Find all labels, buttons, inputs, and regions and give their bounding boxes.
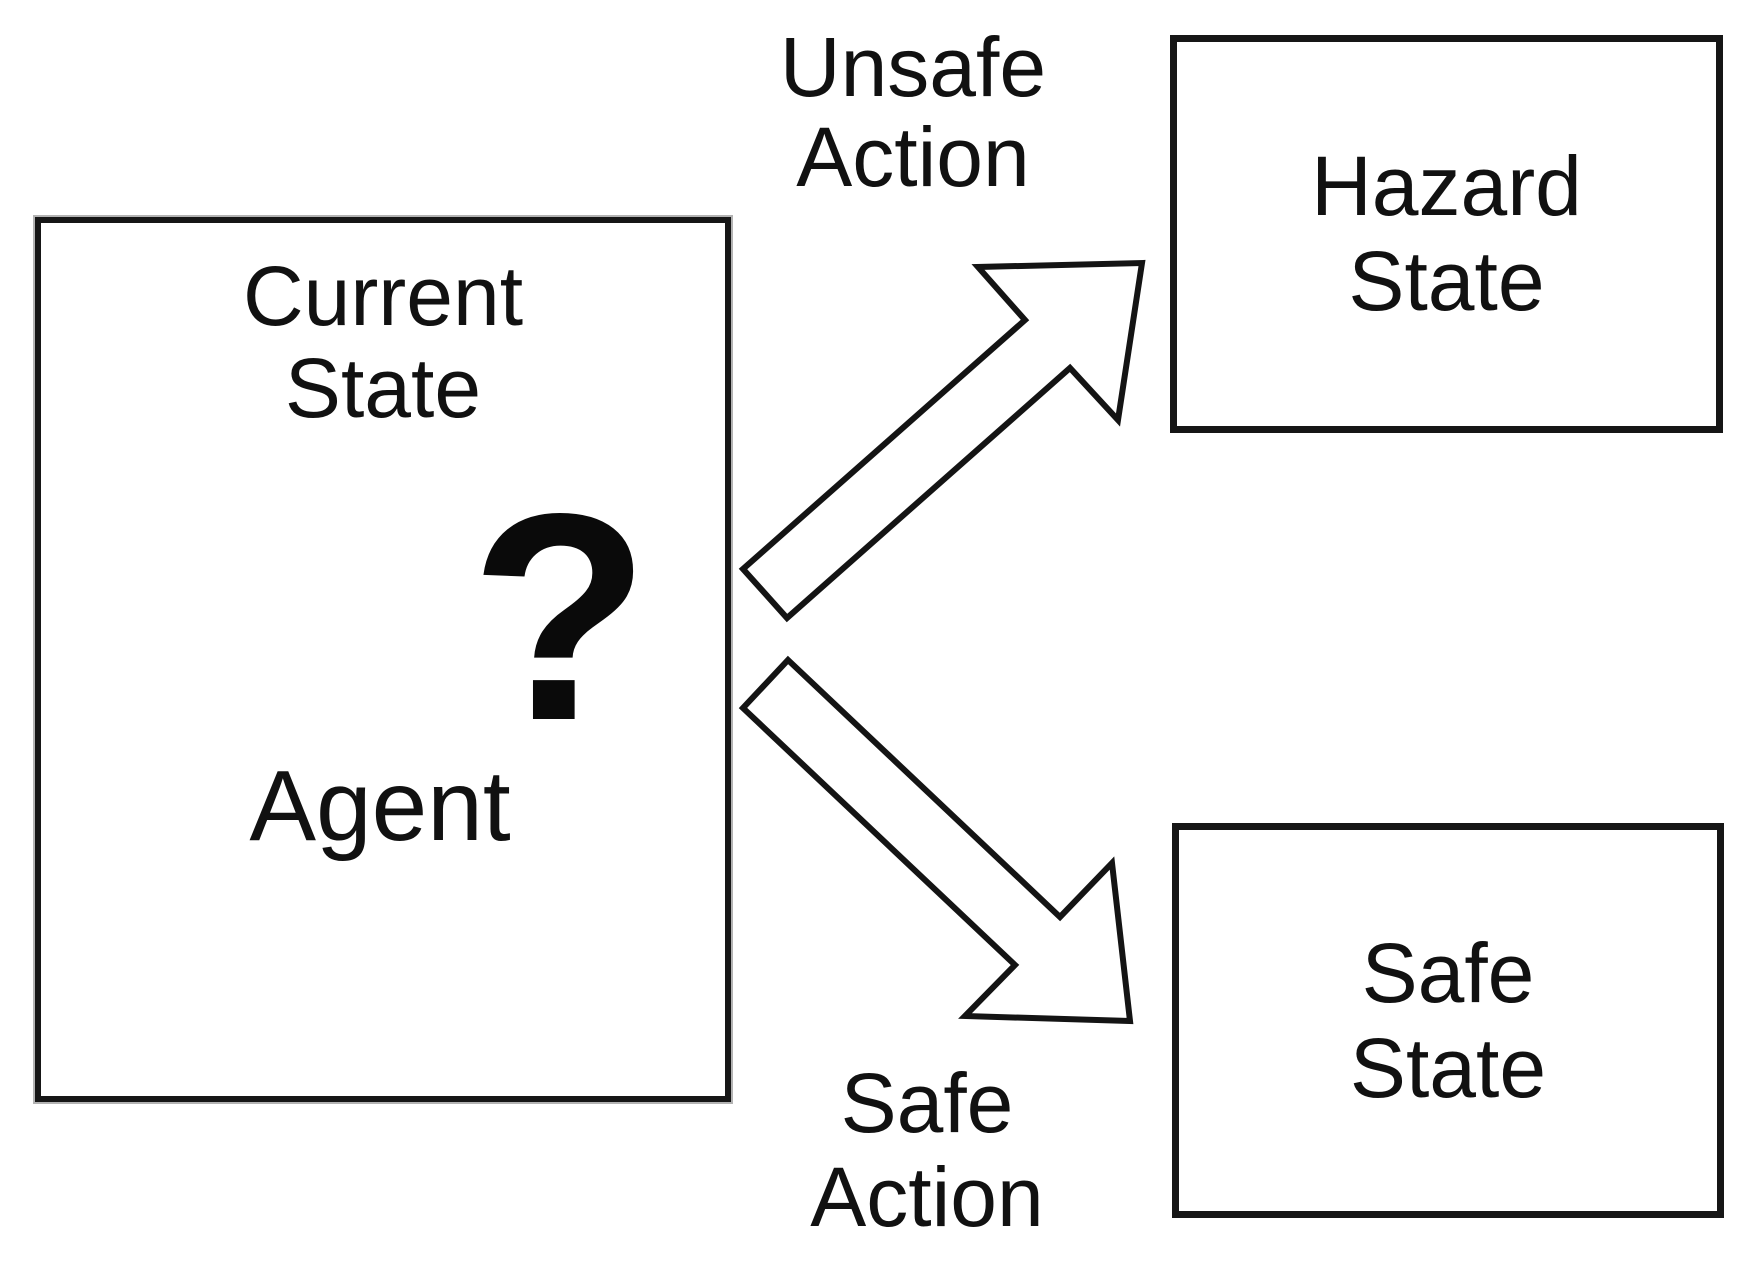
hazard-state-box: Hazard State <box>1170 35 1723 433</box>
safe-state-label: Safe State <box>1350 926 1546 1116</box>
hazard-state-label: Hazard State <box>1311 139 1582 329</box>
safe-action-arrow <box>738 655 1134 1025</box>
safe-state-label-line2: State <box>1349 1020 1547 1115</box>
safe-action-label-line2: Action <box>810 1150 1044 1244</box>
current-state-box <box>35 217 731 1102</box>
unsafe-action-label-line1: Unsafe <box>779 20 1047 114</box>
safe-action-label-line1: Safe <box>840 1056 1014 1150</box>
unsafe-action-label: Unsafe Action <box>695 22 1131 202</box>
agent-label: Agent <box>249 750 511 862</box>
current-state-label: Current State <box>83 250 683 434</box>
unsafe-action-arrow <box>738 259 1146 623</box>
safe-action-label: Safe Action <box>709 1056 1145 1244</box>
hazard-state-label-line2: State <box>1348 234 1545 328</box>
current-state-label-line2: State <box>284 341 482 435</box>
safe-state-box: Safe State <box>1172 823 1724 1218</box>
current-state-label-line1: Current <box>242 249 524 343</box>
hazard-state-label-line1: Hazard <box>1311 139 1582 233</box>
safe-state-label-line1: Safe <box>1361 925 1535 1020</box>
unsafe-action-label-line2: Action <box>796 110 1030 204</box>
uncertainty-question-mark: ? <box>469 452 651 782</box>
